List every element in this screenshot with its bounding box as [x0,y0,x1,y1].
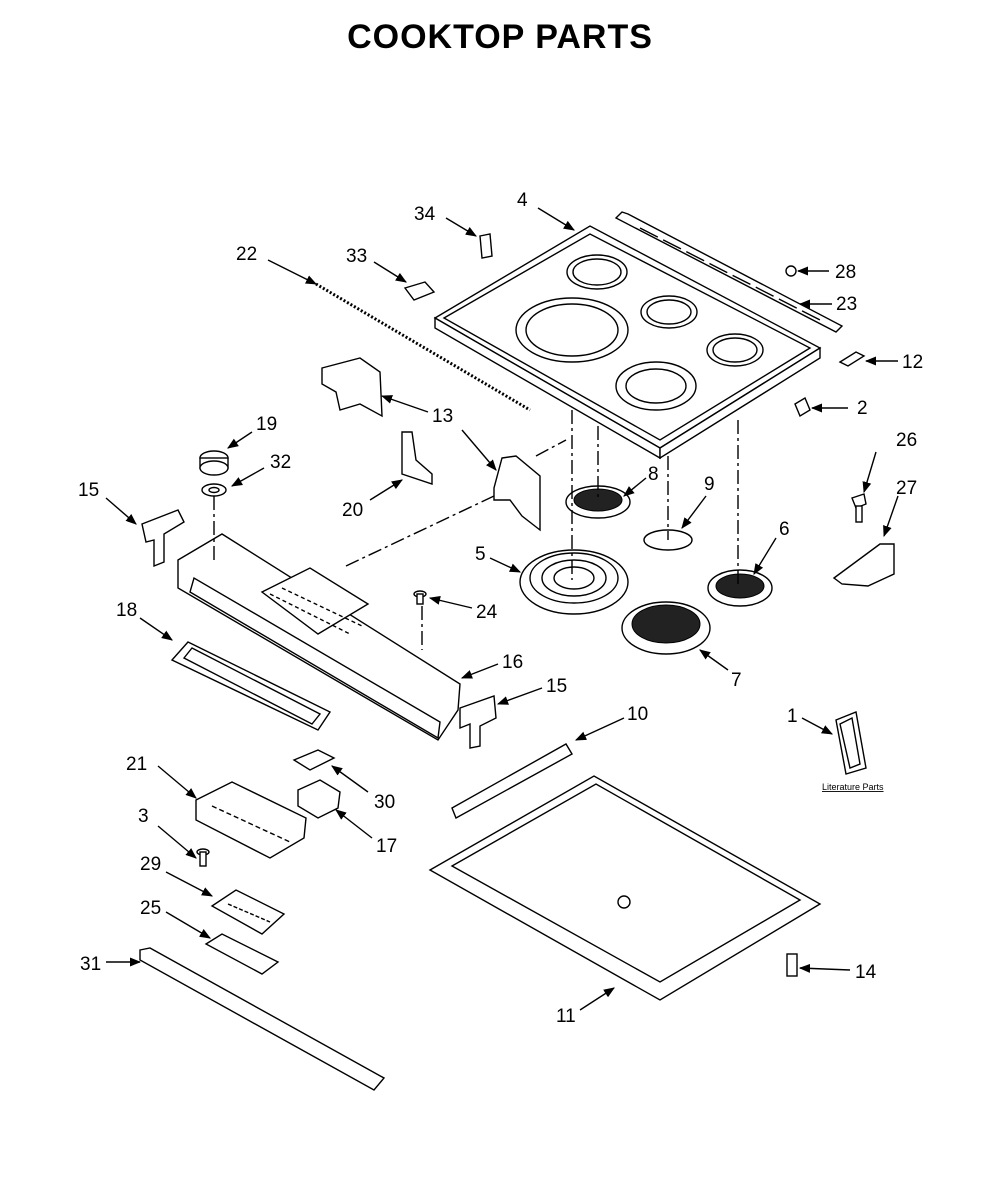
element-5 [519,549,629,615]
bracket-20 [401,431,433,485]
callout-22: 22 [236,244,257,265]
guide-line [345,495,495,567]
callout-16: 16 [502,652,523,673]
callout-17: 17 [376,836,397,857]
callout-32: 32 [270,452,291,473]
callout-20: 20 [342,500,363,521]
callout-15-right: 15 [546,676,567,697]
callout-2: 2 [857,398,868,419]
callout-11: 11 [556,1006,576,1027]
part-30 [292,749,336,771]
part-28-screw [785,265,797,277]
bracket-27 [832,543,895,587]
part-22-cable [315,282,531,412]
module-29 [210,889,286,935]
screw-3 [196,848,210,867]
callout-14: 14 [855,962,877,983]
element-7 [621,601,711,655]
callout-6: 6 [779,519,790,540]
callout-19: 19 [256,414,277,435]
control-panel-16 [177,533,461,741]
part-34-tab [479,233,493,259]
bracket-13-left [321,357,383,418]
callout-24: 24 [476,602,498,623]
bracket-15-left [141,509,185,568]
screw-26 [851,493,867,523]
element-8 [565,485,631,519]
callout-21: 21 [126,754,147,775]
diagram-title: COOKTOP PARTS [347,18,653,56]
literature-1 [835,711,867,775]
callout-4: 4 [517,190,528,211]
part-2-clip [794,396,811,418]
callout-29: 29 [140,854,161,875]
callout-18: 18 [116,600,137,621]
relay-17 [297,779,341,819]
callout-12: 12 [902,352,923,373]
callout-23: 23 [836,294,857,315]
callout-5: 5 [475,544,486,565]
screw-14 [786,953,798,977]
callout-33: 33 [346,246,367,267]
rear-trim [614,211,844,333]
control-board-21 [195,781,307,859]
cooktop-glass [433,225,822,460]
gasket-18 [170,641,332,731]
callout-34: 34 [414,204,436,225]
gasket-25 [204,933,280,975]
callout-15-left: 15 [78,480,99,501]
callout-3: 3 [138,806,149,827]
callout-9: 9 [704,474,715,495]
base-pan-11 [428,775,822,1001]
guide-line [535,439,567,457]
callout-30: 30 [374,792,395,813]
callout-8: 8 [648,464,659,485]
callout-7: 7 [731,670,742,691]
leader-arrows [105,207,899,1011]
callout-27: 27 [896,478,917,499]
bar-10 [451,743,573,819]
seal-32 [201,483,227,497]
knob-19 [199,450,229,476]
callout-1: 1 [787,706,798,727]
callout-25: 25 [140,898,161,919]
callout-28: 28 [835,262,856,283]
callout-10: 10 [627,704,648,725]
part-33-clip [403,281,436,301]
bracket-15-right [459,695,497,749]
callout-13: 13 [432,406,453,427]
callout-31: 31 [80,954,101,975]
literature-parts-label: Literature Parts [822,782,884,792]
part-12-clip [838,351,866,367]
element-6 [707,569,773,607]
callout-26: 26 [896,430,917,451]
screw-24 [413,590,427,605]
bracket-13-right [493,455,541,532]
